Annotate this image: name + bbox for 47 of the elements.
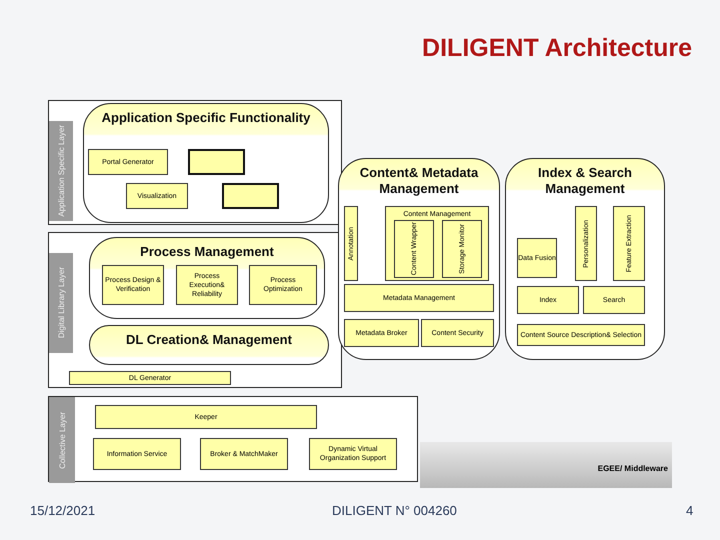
empty-box [222,183,279,209]
component-box [93,438,181,470]
panel-heading: Index & Search Management [537,165,633,197]
component-box [249,265,317,305]
component-box [517,324,645,346]
component-box [88,149,168,175]
component-box [344,284,494,312]
layer-frame [48,100,342,225]
footer-date: 15/12/2021 [30,503,96,518]
component-box [95,405,317,429]
middleware-band [420,442,672,488]
component-box [575,206,597,281]
component-box [344,206,358,281]
module-panel [89,237,325,319]
component-box [583,286,645,314]
component-box [421,319,494,347]
panel-heading: Content& Metadata Management [358,165,480,197]
component-box [517,238,557,278]
component-box [176,265,238,305]
module-panel [89,325,329,365]
component-box [613,206,645,281]
panel-heading: DL Creation& Management [125,332,293,348]
module-panel [338,158,500,360]
module-panel [83,103,329,223]
component-box [344,319,419,347]
layer-label: Application Specific Layer [49,121,73,221]
panel-heading: Application Specific Functionality [100,110,312,126]
footer-text: DILIGENT N° 004260 [332,503,457,518]
component-box [200,438,288,470]
component-box [517,286,579,314]
slide-title: DILIGENT Architecture [422,34,692,63]
layer-frame [48,232,342,388]
component-box [69,371,231,385]
component-box [126,183,188,209]
empty-box [188,149,245,175]
module-panel [505,158,665,360]
component-box [442,220,482,278]
component-box [309,438,397,470]
page-number: 4 [686,503,694,518]
component-box [102,265,164,305]
component-group-box [385,206,489,281]
panel-heading: Process Management [139,244,275,260]
layer-frame [48,396,418,482]
middleware-label: EGEE/ Middleware [598,464,668,473]
layer-label: Collective Layer [49,397,75,483]
layer-label: Digital Library Layer [49,253,73,353]
component-box [394,220,434,278]
